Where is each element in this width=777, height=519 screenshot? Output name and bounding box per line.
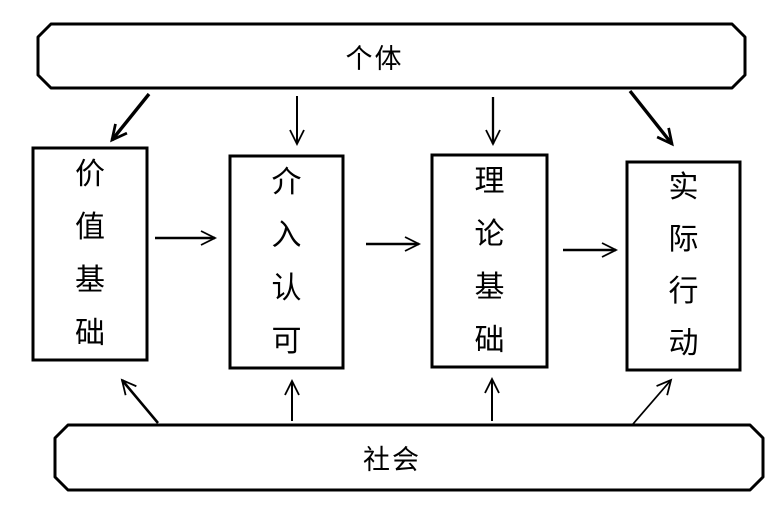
value-base-box-shape: [31, 146, 149, 362]
actual-action-box-shape: [625, 160, 742, 372]
intervention-approval-box-shape: [228, 154, 345, 370]
arrow-individual-to-value-base: [110, 92, 151, 143]
top-box-shape: [36, 22, 747, 90]
arrow-society-to-value-base: [120, 378, 159, 424]
arrow-individual-to-actual-action: [628, 89, 674, 147]
arrow-society-to-actual-action: [632, 378, 673, 425]
bottom-box-shape: [53, 423, 765, 492]
theory-base-box-shape: [430, 153, 549, 369]
